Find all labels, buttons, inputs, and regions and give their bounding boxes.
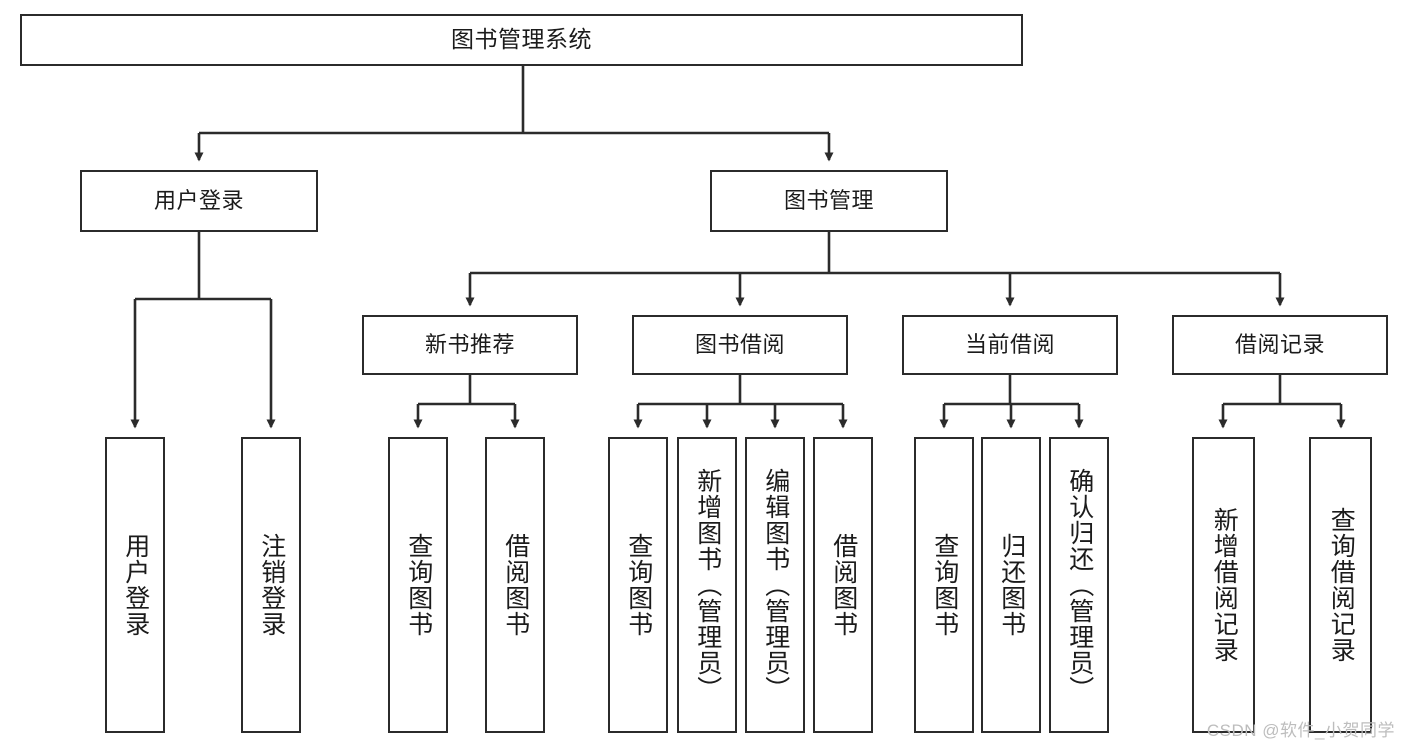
node-label: 用户登录 (153, 187, 244, 213)
node-leaf-user-login[interactable]: 用户登录 (105, 437, 165, 733)
node-label: 查询图书 (624, 533, 653, 637)
node-leaf-query-borrow-record[interactable]: 查询借阅记录 (1309, 437, 1372, 733)
node-leaf-query-book-borrow[interactable]: 查询图书 (608, 437, 668, 733)
node-root-library-system[interactable]: 图书管理系统 (20, 14, 1023, 66)
node-user-login[interactable]: 用户登录 (80, 170, 318, 232)
node-leaf-edit-book-admin[interactable]: 编辑图书（管理员） (745, 437, 805, 733)
node-leaf-add-borrow-record[interactable]: 新增借阅记录 (1192, 437, 1255, 733)
node-label: 当前借阅 (964, 331, 1055, 357)
node-borrow-record[interactable]: 借阅记录 (1172, 315, 1388, 375)
node-label: 借阅图书 (829, 533, 858, 637)
node-current-borrow[interactable]: 当前借阅 (902, 315, 1118, 375)
node-label: 图书管理 (783, 187, 874, 213)
node-label: 查询图书 (404, 533, 433, 637)
node-new-book-recommend[interactable]: 新书推荐 (362, 315, 578, 375)
node-label: 查询借阅记录 (1327, 507, 1356, 663)
node-leaf-query-book-recommend[interactable]: 查询图书 (388, 437, 448, 733)
node-leaf-borrow-book-recommend[interactable]: 借阅图书 (485, 437, 545, 733)
node-label: 图书管理系统 (451, 26, 592, 53)
node-leaf-logout[interactable]: 注销登录 (241, 437, 301, 733)
node-label: 借阅记录 (1234, 331, 1325, 357)
node-label: 新增图书（管理员） (693, 468, 722, 702)
node-label: 图书借阅 (694, 331, 785, 357)
node-label: 确认归还（管理员） (1065, 468, 1094, 702)
node-leaf-borrow-book[interactable]: 借阅图书 (813, 437, 873, 733)
node-leaf-add-book-admin[interactable]: 新增图书（管理员） (677, 437, 737, 733)
node-label: 借阅图书 (501, 533, 530, 637)
node-label: 新书推荐 (424, 331, 515, 357)
node-book-management[interactable]: 图书管理 (710, 170, 948, 232)
node-label: 用户登录 (121, 533, 150, 637)
node-book-borrow[interactable]: 图书借阅 (632, 315, 848, 375)
node-label: 编辑图书（管理员） (761, 468, 790, 702)
watermark-text: CSDN @软件_小贺同学 (1206, 721, 1395, 740)
node-leaf-confirm-return-admin[interactable]: 确认归还（管理员） (1049, 437, 1109, 733)
node-leaf-query-book-current[interactable]: 查询图书 (914, 437, 974, 733)
node-label: 查询图书 (930, 533, 959, 637)
node-leaf-return-book[interactable]: 归还图书 (981, 437, 1041, 733)
node-label: 注销登录 (257, 533, 286, 637)
node-label: 新增借阅记录 (1210, 507, 1239, 663)
node-label: 归还图书 (997, 533, 1026, 637)
